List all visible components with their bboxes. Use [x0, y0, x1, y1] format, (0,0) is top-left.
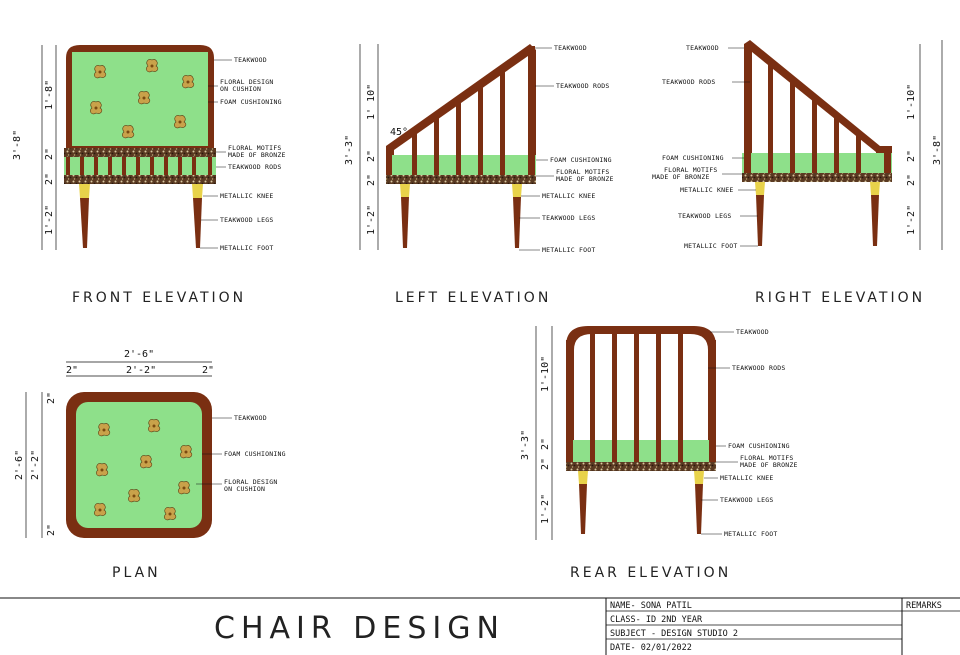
left-seat-dim: 2" [366, 150, 377, 162]
front-label-legs: TEAKWOOD LEGS [220, 216, 273, 224]
front-label-knee: METALLIC KNEE [220, 192, 273, 200]
rear-label-motif2: MADE OF BRONZE [740, 461, 798, 469]
left-label-foam: FOAM CUSHIONING [550, 156, 612, 164]
left-angle-dim: 45° [390, 127, 408, 138]
front-label-floral1: FLORAL DESIGN [220, 78, 273, 86]
front-elevation: 3'-8" 1'-8" 2" 2" 1'-2" TEAKWOOD FLORAL … [12, 45, 286, 306]
title-block-class: CLASS- ID 2ND YEAR [610, 615, 703, 625]
plan-label-floral1: FLORAL DESIGN [224, 478, 277, 486]
left-label-motif2: MADE OF BRONZE [556, 175, 614, 183]
right-elevation: 3'-8" 1'-10" 2" 2" 1'-2" TEAKWOOD TEAKWO… [652, 40, 943, 306]
left-elevation-title: LEFT ELEVATION [395, 290, 551, 306]
rear-back-dim: 1'-10" [540, 356, 551, 392]
front-label-floral2: ON CUSHION [220, 85, 261, 93]
plan-label-floral2: ON CUSHION [224, 485, 265, 493]
rear-label-motif1: FLORAL MOTIFS [740, 454, 793, 462]
front-label-teakwood: TEAKWOOD [234, 56, 267, 64]
plan-edge-right-dim: 2" [202, 365, 214, 376]
front-back-dim: 1'-8" [44, 80, 55, 110]
front-total-dim: 3'-8" [12, 130, 23, 160]
title-block-remarks: REMARKS [906, 601, 942, 611]
plan-depth-dim: 2'-6" [14, 450, 25, 480]
plan-label-foam: FOAM CUSHIONING [224, 450, 286, 458]
rear-seat-dim: 2" [540, 438, 551, 450]
plan-edge-top-dim: 2" [46, 392, 57, 404]
front-label-foam: FOAM CUSHIONING [220, 98, 282, 106]
rear-elevation-title: REAR ELEVATION [570, 565, 731, 581]
rear-label-knee: METALLIC KNEE [720, 474, 773, 482]
left-label-knee: METALLIC KNEE [542, 192, 595, 200]
front-motif-band [64, 148, 216, 157]
left-label-legs: TEAKWOOD LEGS [542, 214, 595, 222]
right-label-rods: TEAKWOOD RODS [662, 78, 715, 86]
front-label-rods: TEAKWOOD RODS [228, 163, 281, 171]
left-label-foot: METALLIC FOOT [542, 246, 595, 254]
left-leg-dim: 1'-2" [366, 205, 377, 235]
left-motif-dim: 2" [366, 174, 377, 186]
front-label-motif1: FLORAL MOTIFS [228, 144, 281, 152]
plan-inner-v-dim: 2'-2" [30, 450, 41, 480]
front-motif-dim: 2" [44, 173, 55, 185]
rear-label-teakwood: TEAKWOOD [736, 328, 769, 336]
rear-label-foam: FOAM CUSHIONING [728, 442, 790, 450]
right-label-foot: METALLIC FOOT [684, 242, 737, 250]
plan-width-dim: 2'-6" [124, 349, 154, 360]
rear-label-foot: METALLIC FOOT [724, 530, 777, 538]
title-block: CHAIR DESIGN NAME- SONA PATIL CLASS- ID … [0, 597, 960, 655]
title-block-subject: SUBJECT - DESIGN STUDIO 2 [610, 629, 738, 639]
plan-edge-bottom-dim: 2" [46, 524, 57, 536]
rear-leg-dim: 1'-2" [540, 494, 551, 524]
right-back-dim: 1'-10" [906, 84, 917, 120]
left-label-teakwood: TEAKWOOD [554, 44, 587, 52]
right-label-legs: TEAKWOOD LEGS [678, 212, 731, 220]
right-label-knee: METALLIC KNEE [680, 186, 733, 194]
left-label-rods: TEAKWOOD RODS [556, 82, 609, 90]
right-seat-dim: 2" [906, 150, 917, 162]
right-total-dim: 3'-8" [932, 135, 943, 165]
left-label-motif1: FLORAL MOTIFS [556, 168, 609, 176]
left-total-dim: 3'-3" [344, 135, 355, 165]
front-label-foot: METALLIC FOOT [220, 244, 273, 252]
rear-label-legs: TEAKWOOD LEGS [720, 496, 773, 504]
title-block-date: DATE- 02/01/2022 [610, 643, 692, 653]
front-seat-dim: 2" [44, 148, 55, 160]
right-motif-dim: 2" [906, 174, 917, 186]
plan-inner-dim: 2'-2" [126, 365, 156, 376]
title-block-name: NAME- SONA PATIL [610, 601, 692, 611]
drawing-title: CHAIR DESIGN [214, 611, 505, 646]
right-elevation-title: RIGHT ELEVATION [755, 290, 925, 306]
plan-label-teakwood: TEAKWOOD [234, 414, 267, 422]
right-label-foam: FOAM CUSHIONING [662, 154, 724, 162]
plan-edge-left-dim: 2" [66, 365, 78, 376]
left-elevation: 3'-3" 1' 10" 45° 2" 2" 1'-2" TEAKWOOD TE… [344, 44, 614, 306]
right-label-motif1: FLORAL MOTIFS [664, 166, 717, 174]
front-leg-dim: 1'-2" [44, 205, 55, 235]
rear-motif-dim: 2" [540, 458, 551, 470]
plan-title: PLAN [112, 565, 161, 581]
rear-total-dim: 3'-3" [520, 430, 531, 460]
right-label-teakwood: TEAKWOOD [686, 44, 719, 52]
rear-label-rods: TEAKWOOD RODS [732, 364, 785, 372]
rear-elevation: 3'-3" 1'-10" 2" 2" 1'-2" TEAKWOOD TEAKWO… [520, 326, 798, 581]
front-label-motif2: MADE OF BRONZE [228, 151, 286, 159]
plan-view: 2'-6" 2'-2" 2" 2" 2'-6" 2'-2" 2" 2" TEAK… [14, 349, 286, 581]
right-leg-dim: 1'-2" [906, 205, 917, 235]
front-elevation-title: FRONT ELEVATION [72, 290, 246, 306]
right-label-motif2: MADE OF BRONZE [652, 173, 710, 181]
left-back-dim: 1' 10" [366, 84, 377, 120]
